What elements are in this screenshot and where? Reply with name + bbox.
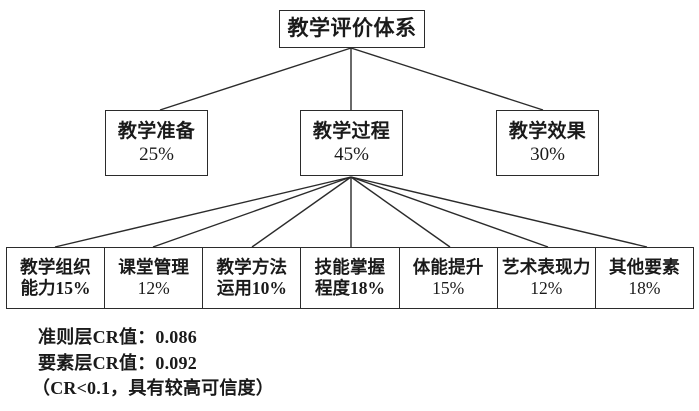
node-factor-2-line2: 12% (137, 277, 170, 298)
node-criteria-2-label: 教学过程 (312, 120, 391, 142)
node-criteria-3-label: 教学效果 (508, 120, 587, 142)
factor-row: 教学组织 能力15% 课堂管理 12% 教学方法 运用10% 技能掌握 程度18… (6, 247, 694, 309)
node-criteria-3-weight: 30% (530, 144, 565, 165)
edge-c2-to-f3 (251, 176, 352, 248)
note-line-cr-remark: （CR<0.1，具有较高可信度） (32, 378, 274, 399)
node-criteria-2-weight: 45% (334, 144, 369, 165)
node-factor-7-line2: 18% (628, 277, 661, 298)
edge-root-to-c3 (350, 47, 544, 111)
node-root: 教学评价体系 (279, 10, 425, 48)
node-factor-5-line2: 15% (432, 277, 465, 298)
node-factor-1: 教学组织 能力15% (7, 248, 106, 308)
edge-c2-to-f2 (152, 176, 352, 248)
node-factor-5-line1: 体能提升 (412, 257, 484, 278)
node-factor-4: 技能掌握 程度18% (301, 248, 400, 308)
node-criteria-1-label: 教学准备 (117, 120, 196, 142)
edge-c2-to-f6 (350, 176, 549, 248)
node-factor-1-line1: 教学组织 (20, 257, 91, 278)
notes-block: 准则层CR值：0.086 要素层CR值：0.092 （CR<0.1，具有较高可信… (32, 325, 274, 402)
node-factor-3-line1: 教学方法 (216, 257, 288, 278)
node-factor-4-line1: 技能掌握 (314, 257, 386, 278)
node-factor-2-line1: 课堂管理 (118, 257, 190, 278)
edge-root-to-c1 (159, 47, 352, 111)
node-factor-6-line2: 12% (530, 277, 563, 298)
node-factor-7: 其他要素 18% (596, 248, 693, 308)
note-line-factor-cr: 要素层CR值：0.092 (38, 352, 197, 373)
node-root-label: 教学评价体系 (287, 16, 417, 41)
node-criteria-2: 教学过程 45% (300, 110, 403, 176)
node-factor-4-line2: 程度18% (314, 277, 385, 298)
edge-c2-to-f5 (350, 176, 451, 248)
edge-c2-to-f1 (54, 176, 352, 248)
node-criteria-3: 教学效果 30% (496, 110, 599, 176)
note-line-criteria-cr: 准则层CR值：0.086 (38, 327, 197, 347)
node-factor-3: 教学方法 运用10% (203, 248, 302, 308)
edge-c2-to-f7 (350, 176, 648, 248)
node-factor-7-line1: 其他要素 (609, 257, 680, 278)
node-factor-6-line1: 艺术表现力 (502, 257, 591, 278)
node-factor-2: 课堂管理 12% (105, 248, 204, 308)
node-criteria-1: 教学准备 25% (105, 110, 208, 176)
node-factor-5: 体能提升 15% (400, 248, 498, 308)
node-factor-3-line2: 运用10% (216, 277, 287, 298)
node-factor-1-line2: 能力15% (20, 277, 91, 298)
node-criteria-1-weight: 25% (139, 144, 174, 165)
node-factor-6: 艺术表现力 12% (498, 248, 596, 308)
